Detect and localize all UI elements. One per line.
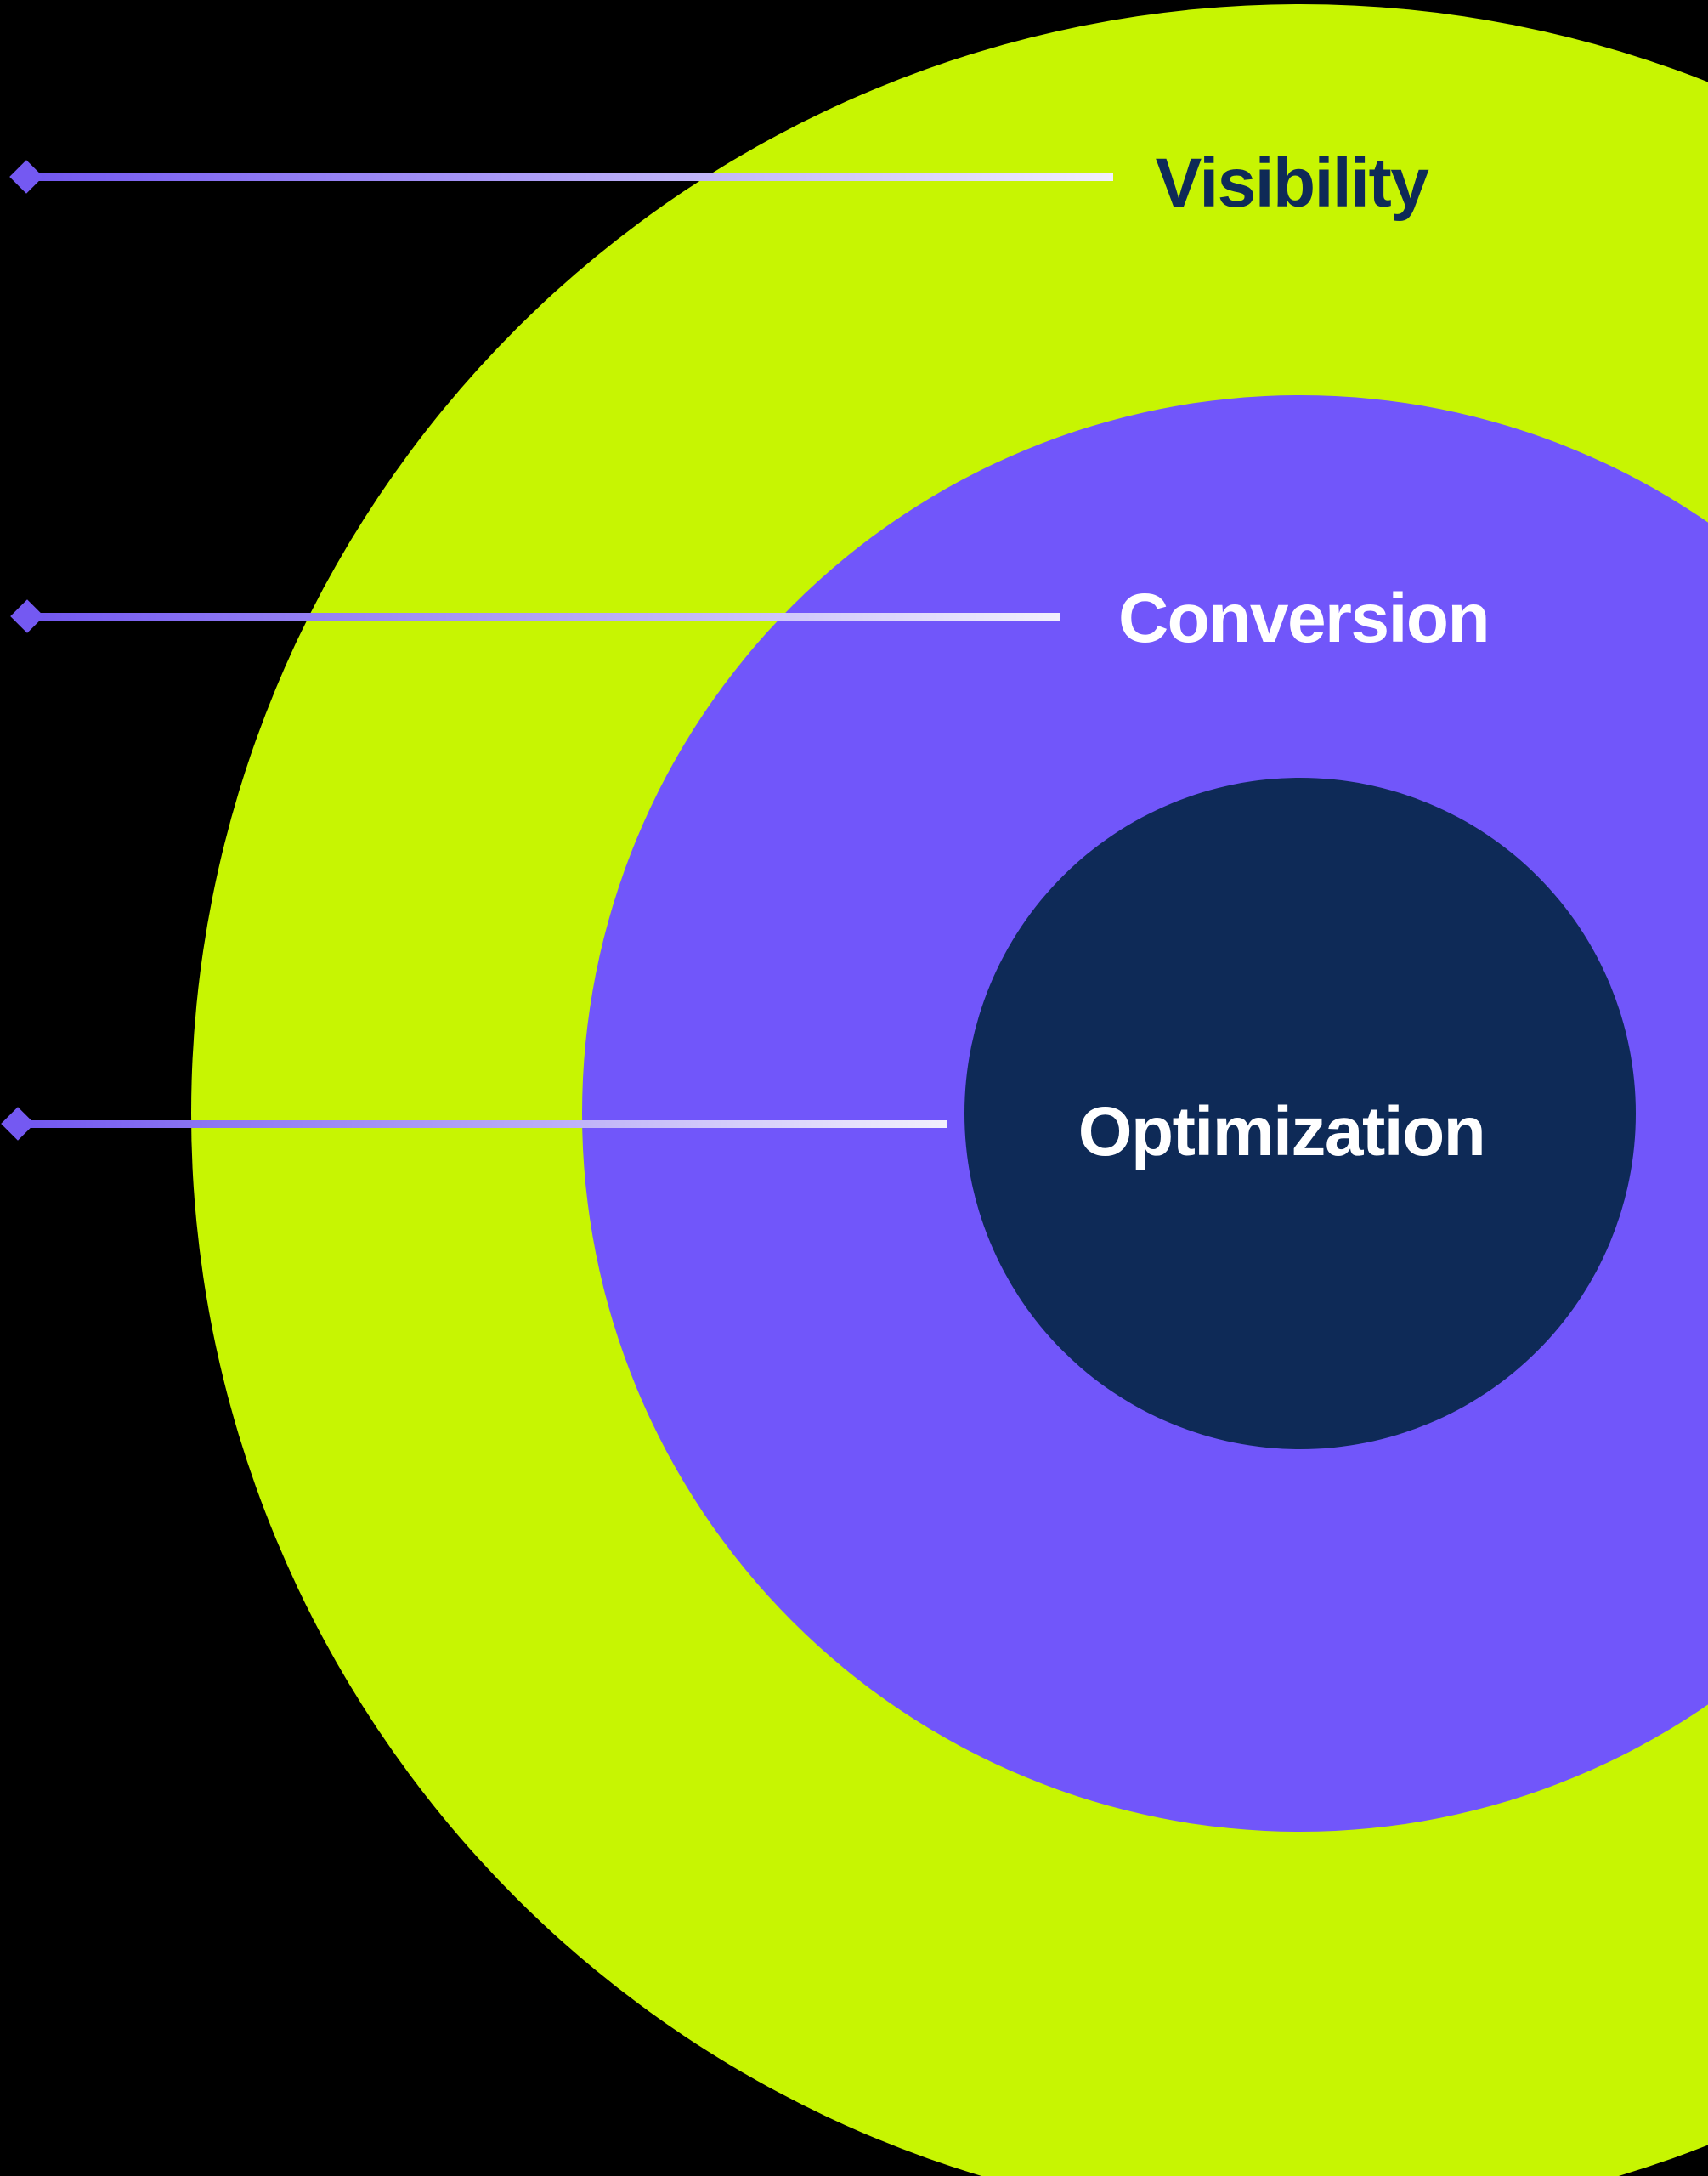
diamond-icon: [9, 160, 43, 194]
ring-label-conversion: Conversion: [1117, 580, 1490, 657]
ring-label-visibility: Visibility: [1155, 144, 1429, 222]
connector-line-optimization: [17, 1120, 947, 1128]
connector-line-conversion: [25, 613, 1060, 620]
ring-optimization: [964, 778, 1636, 1449]
diamond-icon: [10, 599, 44, 633]
connector-line-visibility: [25, 173, 1113, 181]
ring-label-optimization: Optimization: [1077, 1093, 1486, 1170]
diamond-icon: [1, 1107, 35, 1141]
